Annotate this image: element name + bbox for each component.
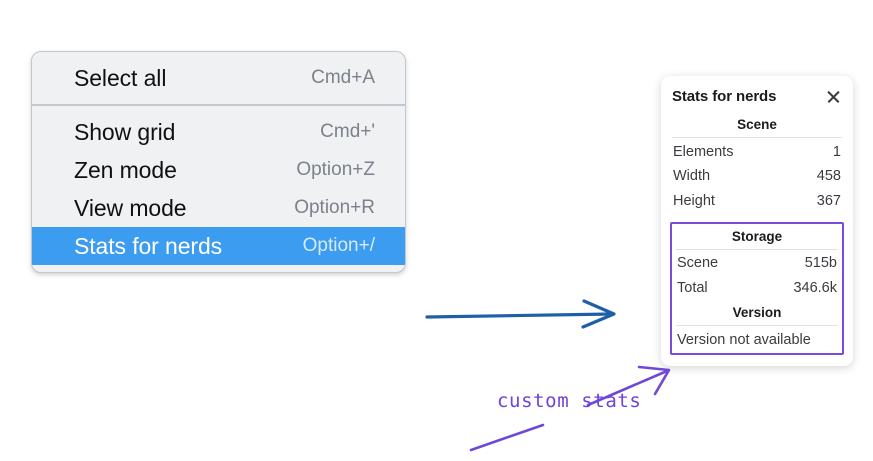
stat-value: 346.6k bbox=[793, 279, 837, 296]
stat-value: 515b bbox=[804, 255, 837, 272]
menu-item-view-mode[interactable]: View mode Option+R bbox=[32, 189, 405, 227]
panel-title: Stats for nerds bbox=[672, 88, 777, 105]
purple-underline-stroke bbox=[469, 423, 545, 452]
menu-item-label: View mode bbox=[74, 194, 187, 221]
stats-for-nerds-panel: Stats for nerds Scene Elements 1 Width 4… bbox=[661, 76, 853, 366]
annotation-note-custom-stats: custom stats bbox=[497, 390, 642, 412]
scene-section: Scene Elements 1 Width 458 Height 367 bbox=[670, 113, 844, 214]
blue-arrow-icon bbox=[425, 299, 616, 329]
menu-group-2: Show grid Cmd+' Zen mode Option+Z View m… bbox=[32, 104, 405, 272]
menu-item-shortcut: Option+Z bbox=[296, 159, 375, 180]
context-menu: Select all Cmd+A Show grid Cmd+' Zen mod… bbox=[31, 51, 406, 273]
stat-label: Scene bbox=[677, 255, 719, 272]
menu-item-show-grid[interactable]: Show grid Cmd+' bbox=[32, 113, 405, 151]
menu-item-label: Zen mode bbox=[74, 156, 177, 183]
stat-value: 1 bbox=[832, 143, 841, 160]
stat-value: 458 bbox=[816, 168, 841, 185]
divider bbox=[672, 137, 842, 138]
menu-item-label: Stats for nerds bbox=[74, 232, 223, 259]
table-row: Height 367 bbox=[670, 189, 844, 214]
table-row: Elements 1 bbox=[670, 140, 844, 165]
menu-item-select-all[interactable]: Select all Cmd+A bbox=[32, 59, 405, 97]
menu-item-shortcut: Option+R bbox=[294, 197, 375, 218]
custom-stats-section: Storage Scene 515b Total 346.6k Version … bbox=[670, 221, 844, 355]
storage-section-heading: Storage bbox=[731, 228, 783, 244]
version-section-heading: Version bbox=[732, 304, 782, 320]
table-row: Scene 515b bbox=[674, 252, 840, 277]
menu-item-stats-for-nerds[interactable]: Stats for nerds Option+/ bbox=[32, 227, 405, 265]
menu-item-zen-mode[interactable]: Zen mode Option+Z bbox=[32, 151, 405, 189]
menu-item-shortcut: Cmd+' bbox=[320, 121, 375, 142]
table-row: Total 346.6k bbox=[674, 276, 840, 301]
stat-label: Height bbox=[673, 192, 715, 209]
divider bbox=[676, 324, 838, 326]
stat-label: Width bbox=[673, 168, 711, 185]
menu-item-label: Select all bbox=[74, 64, 167, 91]
stat-label: Elements bbox=[673, 143, 734, 160]
stat-value: 367 bbox=[816, 192, 841, 209]
close-icon[interactable] bbox=[825, 88, 842, 105]
scene-section-heading: Scene bbox=[737, 117, 777, 132]
divider bbox=[676, 248, 838, 250]
version-value: Version not available bbox=[677, 331, 811, 348]
table-row: Width 458 bbox=[670, 165, 844, 190]
stat-label: Total bbox=[677, 279, 708, 296]
menu-item-shortcut: Cmd+A bbox=[311, 67, 375, 88]
menu-item-shortcut: Option+/ bbox=[302, 235, 375, 256]
menu-item-label: Show grid bbox=[74, 118, 176, 145]
stats-panel-header: Stats for nerds bbox=[670, 86, 844, 105]
menu-group-1: Select all Cmd+A bbox=[32, 52, 405, 104]
